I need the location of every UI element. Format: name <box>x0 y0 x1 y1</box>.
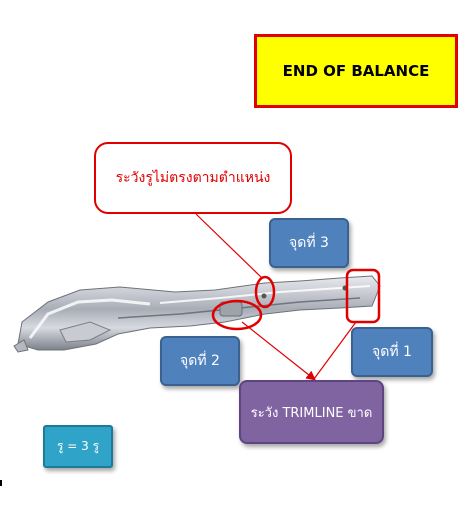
end-of-balance-title: END OF BALANCE <box>254 34 458 108</box>
marker-point-1 <box>345 268 381 324</box>
trimline-warning-label: ระวัง TRIMLINE ขาด <box>250 405 373 421</box>
edge-tick-mark <box>0 480 2 486</box>
point-1-label: จุดที่ 1 <box>372 344 412 360</box>
point-2-label: จุดที่ 2 <box>180 353 220 369</box>
point-2-box: จุดที่ 2 <box>160 336 240 386</box>
point-1-box: จุดที่ 1 <box>351 327 433 377</box>
metal-part-image <box>13 275 381 353</box>
end-of-balance-label: END OF BALANCE <box>282 62 430 80</box>
hole-position-warning-label: ระวังรูไม่ตรงตามตำแหน่ง <box>115 170 271 186</box>
hole-count-legend: รู = 3 รู <box>43 425 113 468</box>
marker-point-2 <box>211 299 263 331</box>
hole-position-warning-callout: ระวังรูไม่ตรงตามตำแหน่ง <box>94 142 292 214</box>
warning-callout-line <box>195 213 263 279</box>
trimline-arrow-from-point-1 <box>313 321 357 380</box>
marker-point-3 <box>254 275 276 309</box>
point-3-label: จุดที่ 3 <box>289 235 329 251</box>
trimline-warning-box: ระวัง TRIMLINE ขาด <box>239 380 384 444</box>
trimline-arrow-from-point-2 <box>241 321 316 381</box>
point-3-box: จุดที่ 3 <box>269 218 349 268</box>
hole-count-label: รู = 3 รู <box>56 439 100 453</box>
